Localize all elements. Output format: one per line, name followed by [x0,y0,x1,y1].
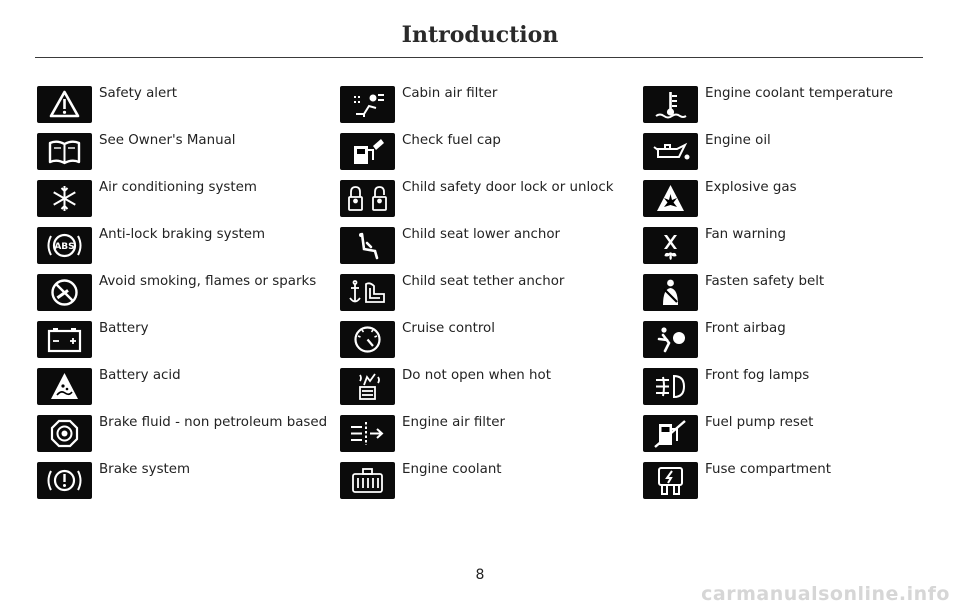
symbol-label: Child seat tether anchor [402,274,565,289]
fog-lamp-icon [643,368,698,405]
seatbelt-icon [643,274,698,311]
coolant-reservoir-icon [340,462,395,499]
battery-icon [37,321,92,358]
open-book-icon [37,133,92,170]
symbol-label: Child seat lower anchor [402,227,561,242]
symbol-label: Check fuel cap [402,133,501,148]
fuel-pump-reset-icon [643,415,698,452]
symbol-label: Air conditioning system [99,180,257,195]
symbol-label: Engine oil [705,133,771,148]
hot-cap-icon [340,368,395,405]
fuse-icon [643,462,698,499]
child-seat-anchor-icon [340,227,395,264]
page-number: 8 [475,567,485,583]
symbol-label: Cruise control [402,321,495,336]
cabin-air-filter-icon [340,86,395,123]
oil-can-icon [643,133,698,170]
symbol-label: Explosive gas [705,180,797,195]
svg-text:ABS: ABS [54,242,74,252]
symbol-label: Fuse compartment [705,462,832,477]
symbol-label: See Owner's Manual [99,133,236,148]
fan-warning-icon [643,227,698,264]
explosive-gas-icon [643,180,698,217]
brake-fluid-icon [37,415,92,452]
symbol-label: Avoid smoking, flames or sparks [99,274,317,289]
fuel-cap-icon [340,133,395,170]
tether-anchor-icon [340,274,395,311]
warning-triangle-icon [37,86,92,123]
brake-system-icon [37,462,92,499]
symbol-label: Brake fluid - non petroleum based [99,415,328,430]
symbol-label: Engine coolant temperature [705,86,893,101]
symbol-label: Fuel pump reset [705,415,814,430]
symbol-label: Do not open when hot [402,368,551,383]
watermark: carmanualsonline.info [701,583,950,605]
speedometer-icon [340,321,395,358]
child-lock-icon [340,180,395,217]
no-smoking-icon [37,274,92,311]
symbol-label: Front fog lamps [705,368,810,383]
engine-air-filter-icon [340,415,395,452]
symbol-label: Fasten safety belt [705,274,825,289]
symbol-label: Brake system [99,462,191,477]
snowflake-icon [37,180,92,217]
symbol-label: Engine air filter [402,415,505,430]
battery-acid-icon [37,368,92,405]
airbag-icon [643,321,698,358]
symbol-label: Battery acid [99,368,181,383]
symbol-label: Cabin air filter [402,86,498,101]
title-divider [35,57,923,58]
symbol-label: Front airbag [705,321,786,336]
abs-icon: ABS [37,227,92,264]
symbol-label: Fan warning [705,227,787,242]
symbol-label: Anti-lock braking system [99,227,266,242]
symbol-label: Safety alert [99,86,178,101]
symbol-label: Child safety door lock or unlock [402,180,614,195]
page-title: Introduction [401,22,559,48]
symbol-label: Battery [99,321,149,336]
thermometer-icon [643,86,698,123]
symbol-label: Engine coolant [402,462,502,477]
